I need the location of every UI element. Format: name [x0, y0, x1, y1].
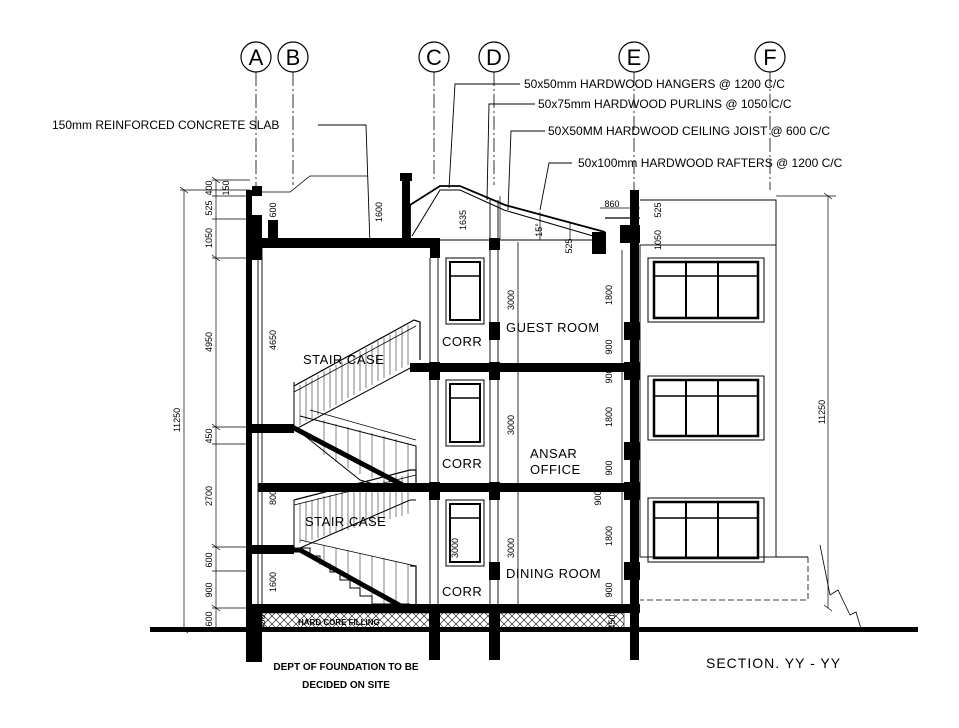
note-slab: 150mm REINFORCED CONCRETE SLAB	[52, 118, 279, 132]
dim-860: 860	[604, 199, 619, 209]
dim-400-left: 400	[204, 180, 214, 195]
dim-525-right: 525	[653, 202, 663, 217]
grid-bubbles	[240, 41, 786, 73]
dim-8000: 8000	[268, 485, 278, 505]
structure	[150, 173, 918, 662]
dim-1800-mid: 1800	[604, 407, 614, 427]
dim-total-right: 11250	[817, 400, 827, 424]
dim-600-base: 600	[204, 611, 214, 626]
elevation-windows	[647, 257, 765, 563]
dim-900-a: 900	[604, 339, 614, 354]
dimension-lines-left	[179, 176, 250, 634]
dim-150-left: 150	[221, 180, 231, 195]
dim-3000-top: 3000	[506, 290, 516, 310]
dim-15deg: 15°	[534, 223, 544, 237]
dim-900-e: 900	[604, 582, 614, 597]
dim-4650: 4650	[268, 330, 278, 350]
note-hangers: 50x50mm HARDWOOD HANGERS @ 1200 C/C	[524, 77, 785, 91]
stair-balusters	[299, 325, 409, 604]
dim-total-left: 11250	[172, 408, 182, 432]
room-corr-lower: CORR	[442, 584, 482, 599]
dim-3000-low: 3000	[506, 538, 516, 558]
dim-1650-stair: 1600	[268, 572, 278, 592]
grid-label-d: D	[486, 45, 502, 70]
grid-label-f: F	[763, 45, 776, 70]
room-dining: DINING ROOM	[506, 566, 601, 581]
room-corr-upper: CORR	[442, 334, 482, 349]
room-office-line1: ANSAR	[530, 446, 577, 461]
dim-2700-left: 2700	[204, 486, 214, 506]
foundation-note-line2: DECIDED ON SITE	[302, 680, 390, 691]
grid-label-e: E	[627, 45, 642, 70]
dim-900-left: 900	[204, 582, 214, 597]
note-rafters: 50x100mm HARDWOOD RAFTERS @ 1200 C/C	[578, 156, 843, 170]
room-office-line2: OFFICE	[530, 462, 581, 477]
dim-3000-corr: 3000	[450, 538, 460, 558]
grid-label-b: B	[286, 45, 301, 70]
room-guest: GUEST ROOM	[506, 320, 600, 335]
grid-label-a: A	[249, 45, 264, 70]
dim-450-left: 450	[204, 428, 214, 443]
dim-600-top: 600	[268, 202, 278, 217]
room-stair-upper: STAIR CASE	[303, 352, 384, 367]
dim-525-eave: 525	[564, 238, 574, 253]
dim-1050-left: 1050	[204, 228, 214, 248]
foundation-note-line1: DEPT OF FOUNDATION TO BE	[273, 662, 419, 673]
dim-900-b: 900	[604, 368, 614, 383]
dim-3000-mid: 3000	[506, 415, 516, 435]
dimension-lines-right	[776, 192, 836, 612]
hardcore-label: HARD CORE FILLING	[298, 618, 380, 627]
room-stair-lower: STAIR CASE	[305, 514, 386, 529]
dim-1800-low: 1800	[604, 526, 614, 546]
dim-525-left: 525	[204, 200, 214, 215]
corridor-windows	[445, 257, 485, 567]
note-joists: 50X50MM HARDWOOD CEILING JOIST @ 600 C/C	[548, 124, 830, 138]
dim-1600-parapet: 1600	[374, 202, 384, 222]
dim-900-c: 900	[604, 460, 614, 475]
dim-900-d: 900	[593, 490, 603, 505]
dim-1635: 1635	[458, 210, 468, 230]
grid-label-c: C	[426, 45, 442, 70]
note-purlins: 50x75mm HARDWOOD PURLINS @ 1050 C/C	[538, 97, 792, 111]
dim-4950-left: 4950	[204, 332, 214, 352]
dim-600-left: 600	[204, 552, 214, 567]
dim-1050-right: 1050	[653, 230, 663, 250]
grid-centerlines	[255, 72, 771, 190]
room-corr-middle: CORR	[442, 456, 482, 471]
section-title: SECTION. YY - YY	[706, 655, 841, 671]
dim-1800-top: 1800	[604, 285, 614, 305]
note-leaders	[318, 83, 572, 246]
